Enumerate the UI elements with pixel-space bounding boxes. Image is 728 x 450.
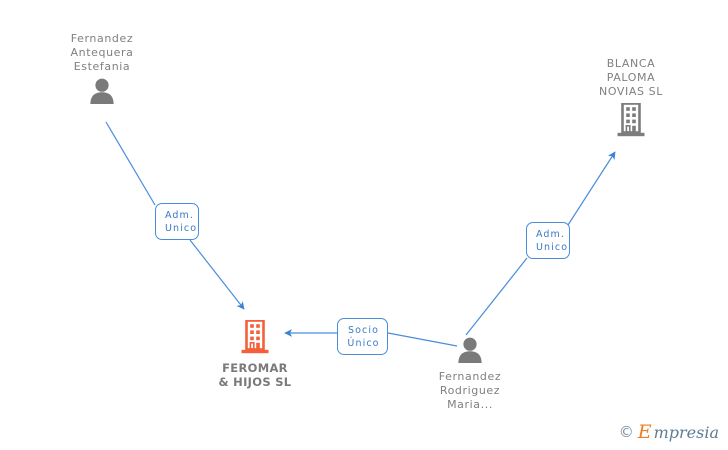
brand-initial: E [637, 421, 652, 443]
person-icon [87, 78, 117, 108]
node-person-fernandez-rodriguez[interactable]: Fernandez Rodriguez Maria... [390, 337, 550, 412]
edge-person-right-to-adm [465, 257, 528, 336]
relation-label-socio-unico[interactable]: Socio Único [337, 318, 388, 355]
relation-label-adm-unico-left[interactable]: Adm. Unico [155, 203, 199, 240]
node-label: FEROMAR & HIJOS SL [218, 361, 292, 389]
node-company-blanca-paloma[interactable]: BLANCA PALOMA NOVIAS SL [551, 57, 711, 141]
edge-person-right-to-socio [387, 332, 458, 347]
edge-adm-to-blanca-paloma [567, 151, 616, 226]
person-icon [455, 337, 485, 367]
node-label: Fernandez Antequera Estefania [70, 32, 134, 73]
building-icon [617, 102, 645, 141]
edge-adm-to-feromar [189, 239, 245, 310]
edge-person-left-to-adm [105, 121, 156, 206]
building-icon [241, 319, 269, 358]
copyright-icon: © [618, 423, 634, 441]
watermark-empresia: © E mpresia [619, 423, 719, 442]
node-company-feromar[interactable]: FEROMAR & HIJOS SL [175, 319, 335, 389]
brand-name: mpresia [653, 422, 719, 442]
node-label: Fernandez Rodriguez Maria... [438, 370, 502, 411]
node-person-fernandez-antequera[interactable]: Fernandez Antequera Estefania [22, 32, 182, 108]
relation-label-adm-unico-right[interactable]: Adm. Unico [526, 222, 570, 259]
node-label: BLANCA PALOMA NOVIAS SL [599, 57, 663, 98]
